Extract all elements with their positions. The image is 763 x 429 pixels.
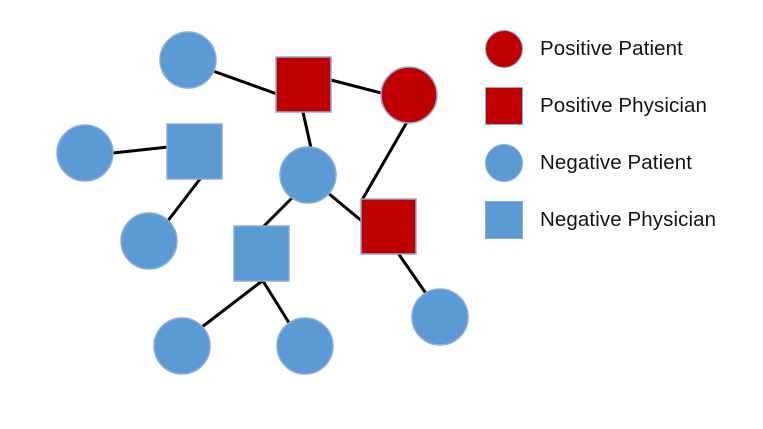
graph-node-negative-physician[interactable] — [166, 123, 223, 180]
node-layer — [56, 31, 469, 375]
graph-node-positive-physician[interactable] — [275, 56, 332, 113]
graph-node-negative-physician[interactable] — [233, 225, 290, 282]
graph-edge — [261, 195, 295, 229]
legend-item-positive-patient[interactable]: Positive Patient — [485, 20, 755, 77]
graph-node-negative-patient[interactable] — [120, 212, 178, 270]
legend-label-negative-physician: Negative Physician — [540, 207, 717, 231]
graph-edge — [396, 251, 429, 297]
positive-patient-circle-icon — [485, 29, 523, 68]
graph-edge — [165, 177, 202, 224]
graph-edge — [326, 191, 365, 224]
graph-edge — [329, 78, 387, 96]
graph-edge — [211, 69, 279, 96]
graph-edge — [200, 279, 264, 329]
graph-edge — [261, 279, 293, 328]
graph-node-positive-physician[interactable] — [360, 198, 417, 255]
graph-node-negative-patient[interactable] — [411, 288, 469, 346]
graph-edge — [301, 110, 313, 150]
graph-node-negative-patient[interactable] — [159, 31, 217, 89]
negative-physician-square-icon — [485, 200, 523, 239]
graph-node-negative-patient[interactable] — [153, 317, 211, 375]
legend-label-negative-patient: Negative Patient — [540, 150, 693, 174]
legend-label-positive-patient: Positive Patient — [540, 36, 683, 60]
positive-physician-square-icon — [485, 86, 523, 125]
legend-item-positive-physician[interactable]: Positive Physician — [485, 77, 755, 134]
legend: Positive Patient Positive Physician Nega… — [485, 20, 755, 248]
graph-node-negative-patient[interactable] — [279, 146, 337, 204]
graph-edge — [111, 145, 170, 155]
legend-item-negative-patient[interactable]: Negative Patient — [485, 134, 755, 191]
negative-patient-circle-icon — [485, 143, 523, 182]
legend-item-negative-physician[interactable]: Negative Physician — [485, 191, 755, 248]
graph-node-positive-patient[interactable] — [380, 66, 438, 124]
legend-label-positive-physician: Positive Physician — [540, 93, 708, 117]
edge-layer — [111, 69, 429, 329]
graph-node-negative-patient[interactable] — [276, 317, 334, 375]
graph-edge — [360, 120, 409, 202]
graph-node-negative-patient[interactable] — [56, 124, 114, 182]
